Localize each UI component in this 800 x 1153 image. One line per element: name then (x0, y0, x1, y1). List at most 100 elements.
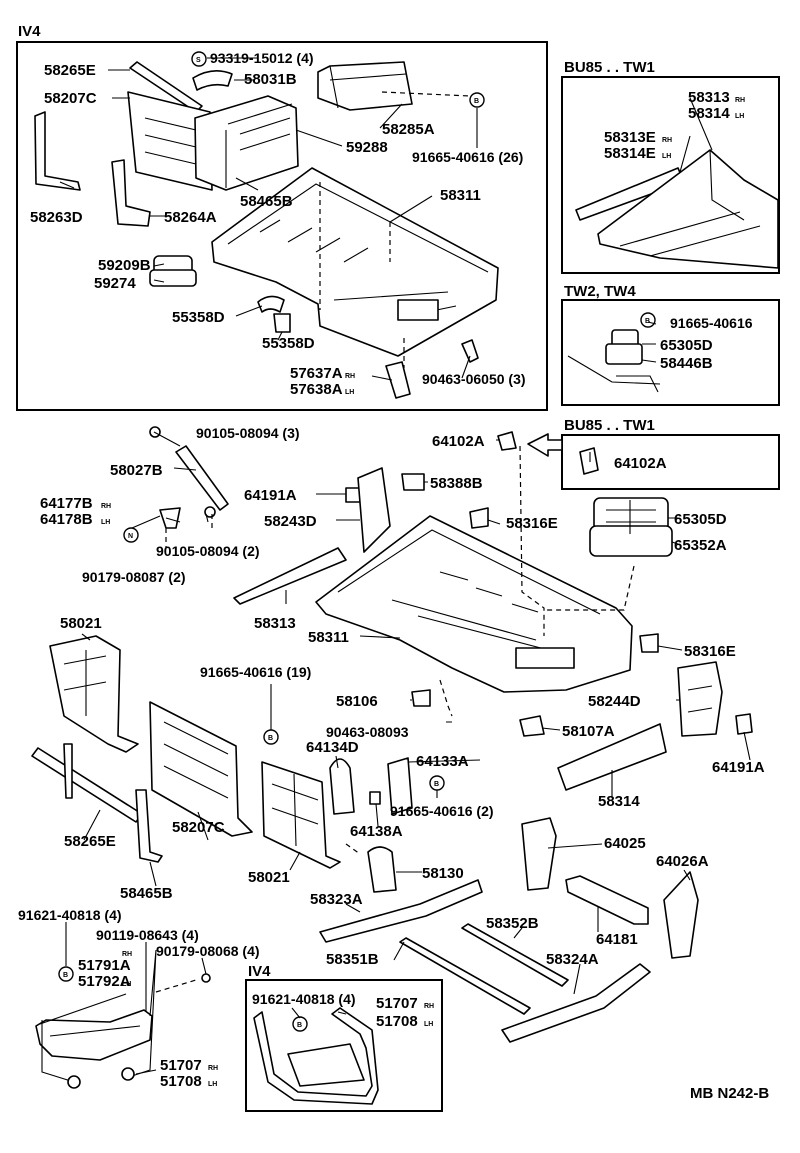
label-51707-a-rh: RH (208, 1065, 218, 1072)
symbol-b-iv4 (292, 1016, 308, 1032)
part-90179-bolt (201, 973, 211, 983)
part-64177B-bracket (159, 507, 181, 529)
label-90179-4: 90179-08068 (4) (156, 943, 260, 959)
label-64177B: 64177B (40, 495, 93, 512)
part-64138A-clip (369, 791, 381, 805)
symbol-b-tw (640, 312, 656, 328)
label-58314-lh: 58314 (688, 105, 730, 122)
label-58314E-lh: LH (662, 153, 671, 160)
label-90119: 90119-08643 (4) (96, 927, 199, 943)
part-65305D-pad-tw (567, 329, 661, 393)
label-58465B-b: 58465B (120, 885, 173, 902)
label-64102A-b: 64102A (614, 455, 667, 472)
label-91621-b: 91621-40818 (4) (252, 991, 356, 1007)
part-58323A-rail (319, 879, 483, 943)
symbol-b-top (469, 92, 485, 108)
label-58314: 58314 (598, 793, 640, 810)
part-58207C-panel-lower (149, 701, 253, 837)
label-58264A: 58264A (164, 209, 217, 226)
section-tw2-tw4: TW2, TW4 (564, 283, 636, 300)
label-58313-rh: 58313 (688, 89, 730, 106)
label-58031B: 58031B (244, 71, 297, 88)
part-55358D-clip (257, 295, 291, 333)
label-90463-08093: 90463-08093 (326, 724, 409, 740)
label-51708-a-lh: LH (208, 1081, 217, 1088)
label-64181: 64181 (596, 931, 638, 948)
part-58207C-panel (127, 91, 213, 191)
part-64191A-bracket-a (345, 487, 361, 503)
part-64133A-bracket (387, 757, 413, 815)
part-58106-clip (411, 689, 431, 707)
label-64025: 64025 (604, 835, 646, 852)
part-58244D-box (677, 661, 723, 737)
label-58311-b: 58311 (308, 629, 349, 646)
label-64178B: 64178B (40, 511, 93, 528)
label-58021-b: 58021 (248, 869, 290, 886)
part-64191A-bracket-b (735, 713, 753, 735)
part-58313-floor-edge (597, 149, 779, 269)
label-64138A: 64138A (350, 823, 403, 840)
part-57637A-bracket (385, 361, 411, 399)
label-58027B: 58027B (110, 462, 163, 479)
label-58316E-a: 58316E (506, 515, 558, 532)
label-91665-tw: 91665-40616 (670, 315, 753, 331)
label-58311-a: 58311 (440, 187, 481, 204)
part-58243D-panel (357, 467, 391, 553)
section-iv4-bottom: IV4 (248, 963, 271, 980)
label-64102A-a: 64102A (432, 433, 485, 450)
part-58031B-bracket (192, 70, 233, 91)
part-58316E-clip-a (469, 507, 489, 529)
diagram-code: MB N242-B (690, 1085, 769, 1102)
label-58351B: 58351B (326, 951, 379, 968)
symbol-b-step-letter: B (63, 972, 68, 979)
part-58311-floor-top (211, 167, 499, 357)
label-57638A-lh: LH (345, 389, 354, 396)
arrow-to-bu85 (527, 433, 563, 457)
part-58285A-duct (317, 61, 413, 111)
part-64181-bar (565, 875, 649, 925)
frame-iv4-top (16, 41, 548, 411)
label-51708-b: 51708 (376, 1013, 418, 1030)
top-dashed-leaders (319, 91, 471, 368)
part-90463-bolt (461, 339, 479, 363)
part-58263D-bracket (34, 111, 81, 191)
frame-bu85-top (561, 76, 780, 274)
part-58316E-clip-b (639, 633, 659, 653)
part-58264A-bracket (111, 159, 151, 227)
label-58314E: 58314E (604, 145, 656, 162)
part-64026A-post (663, 871, 699, 959)
part-58388B-clip (401, 473, 425, 491)
part-64102A-clip-box (579, 447, 599, 475)
label-65305D-b: 65305D (674, 511, 727, 528)
label-58263D: 58263D (30, 209, 83, 226)
label-91665-2: 91665-40616 (2) (390, 803, 494, 819)
label-59274: 59274 (94, 275, 136, 292)
label-64133A: 64133A (416, 753, 469, 770)
label-51708-a: 51708 (160, 1073, 202, 1090)
part-step-right (253, 1007, 379, 1105)
symbol-s-letter: S (196, 57, 201, 64)
label-58021-a: 58021 (60, 615, 102, 632)
label-64178B-lh: LH (101, 519, 110, 526)
label-58265E-b: 58265E (64, 833, 116, 850)
label-93319: 93319-15012 (4) (210, 50, 314, 66)
part-64134D-bracket (329, 758, 355, 815)
part-58021-panel-b (261, 761, 341, 869)
label-55358D-b: 55358D (262, 335, 315, 352)
part-labels: 58265E 93319-15012 (4) 58031B 58207C 582… (18, 50, 765, 1090)
label-58107A: 58107A (562, 723, 615, 740)
part-65305D-pad-main (589, 497, 673, 557)
label-65352A: 65352A (674, 537, 727, 554)
part-58465B-bracket (63, 743, 163, 863)
label-55358D-a: 55358D (172, 309, 225, 326)
part-58314-sill (557, 723, 667, 791)
label-58313-rh-side: RH (735, 97, 745, 104)
part-64102A-clip (497, 431, 517, 451)
label-64191A-b: 64191A (712, 759, 765, 776)
label-51791A-rh: RH (122, 951, 132, 958)
label-58285A: 58285A (382, 121, 435, 138)
label-58323A: 58323A (310, 891, 363, 908)
label-58265E-a: 58265E (44, 62, 96, 79)
label-51707-a: 51707 (160, 1057, 202, 1074)
